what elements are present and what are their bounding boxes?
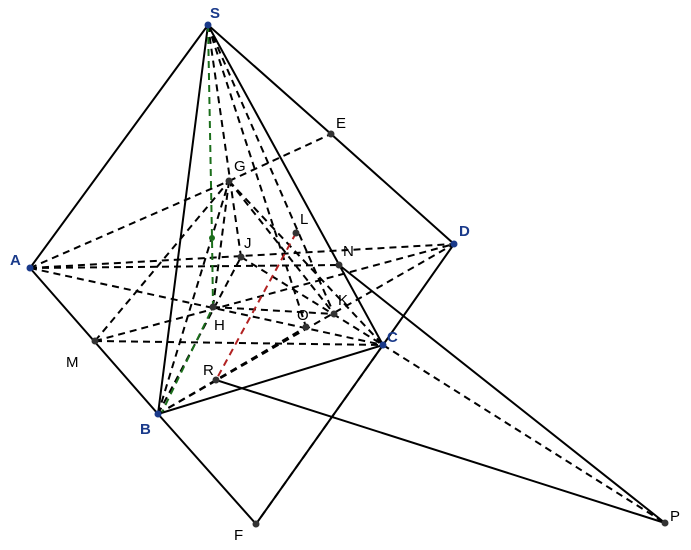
edge-FC (255, 344, 384, 525)
hidden-edge-AN (29, 264, 340, 269)
point-G (225, 177, 233, 185)
hidden-edge-SO (207, 24, 307, 328)
edge-CD (382, 243, 455, 346)
hidden-edge-JC (240, 256, 384, 346)
point-A (26, 264, 34, 272)
point-D (450, 240, 458, 248)
point-F (252, 520, 260, 528)
green-height-line (161, 24, 215, 413)
hidden-edge-GE (228, 133, 332, 182)
label-D: D (459, 223, 470, 240)
hidden-edge-MC (94, 340, 384, 346)
hidden-edge-CP (382, 344, 666, 524)
point-C (379, 341, 387, 349)
hidden-edge-HK (212, 306, 335, 315)
point-S (204, 21, 212, 29)
hidden-edge-GK (228, 180, 335, 315)
hidden-edge-AG (29, 180, 230, 269)
edge-ED (330, 133, 455, 245)
hidden-edge-BG (157, 180, 230, 415)
label-H: H (214, 317, 225, 334)
edge-SC (207, 24, 384, 346)
hidden-edge-BO (157, 326, 307, 415)
point-labels: S A B C D E F G H J K L M N O P R (10, 5, 680, 544)
label-N: N (343, 243, 354, 260)
label-J: J (244, 235, 252, 252)
point-B (154, 410, 162, 418)
edge-SB (157, 24, 209, 415)
hidden-edge-GC (228, 180, 384, 346)
point-O (302, 323, 310, 331)
label-G: G (234, 158, 246, 175)
hidden-edge-AD (29, 243, 455, 269)
label-K: K (338, 292, 348, 309)
edge-SE (207, 24, 332, 135)
edge-BF (157, 413, 257, 525)
label-L: L (300, 211, 308, 228)
point-P (661, 519, 669, 527)
hidden-edge-SJ (207, 24, 242, 258)
hidden-edge-GH (212, 180, 230, 308)
point-unlabeled (209, 235, 215, 241)
edges (29, 24, 666, 525)
point-N (335, 261, 343, 269)
edge-BC (157, 344, 384, 415)
label-F: F (234, 527, 243, 544)
label-M: M (66, 354, 79, 371)
hidden-edge-SK (207, 24, 335, 315)
hidden-edge-MG (94, 180, 230, 342)
edge-SA (29, 24, 209, 269)
point-J (237, 253, 245, 261)
label-C: C (387, 329, 398, 346)
point-R (212, 376, 220, 384)
label-B: B (140, 421, 151, 438)
point-E (327, 130, 335, 138)
hidden-edge-AC (29, 267, 384, 346)
red-line-LR (215, 232, 297, 381)
point-M (91, 337, 99, 345)
label-A: A (10, 252, 21, 269)
points (26, 21, 669, 528)
point-L (292, 229, 300, 237)
label-O: O (297, 307, 309, 324)
label-E: E (336, 115, 346, 132)
label-S: S (210, 5, 220, 22)
hidden-edge-MD (94, 243, 455, 342)
edge-NP (338, 264, 666, 524)
point-H (209, 303, 217, 311)
label-P: P (670, 508, 680, 525)
point-K (330, 310, 338, 318)
label-R: R (203, 362, 214, 379)
edge-RP (215, 379, 666, 524)
